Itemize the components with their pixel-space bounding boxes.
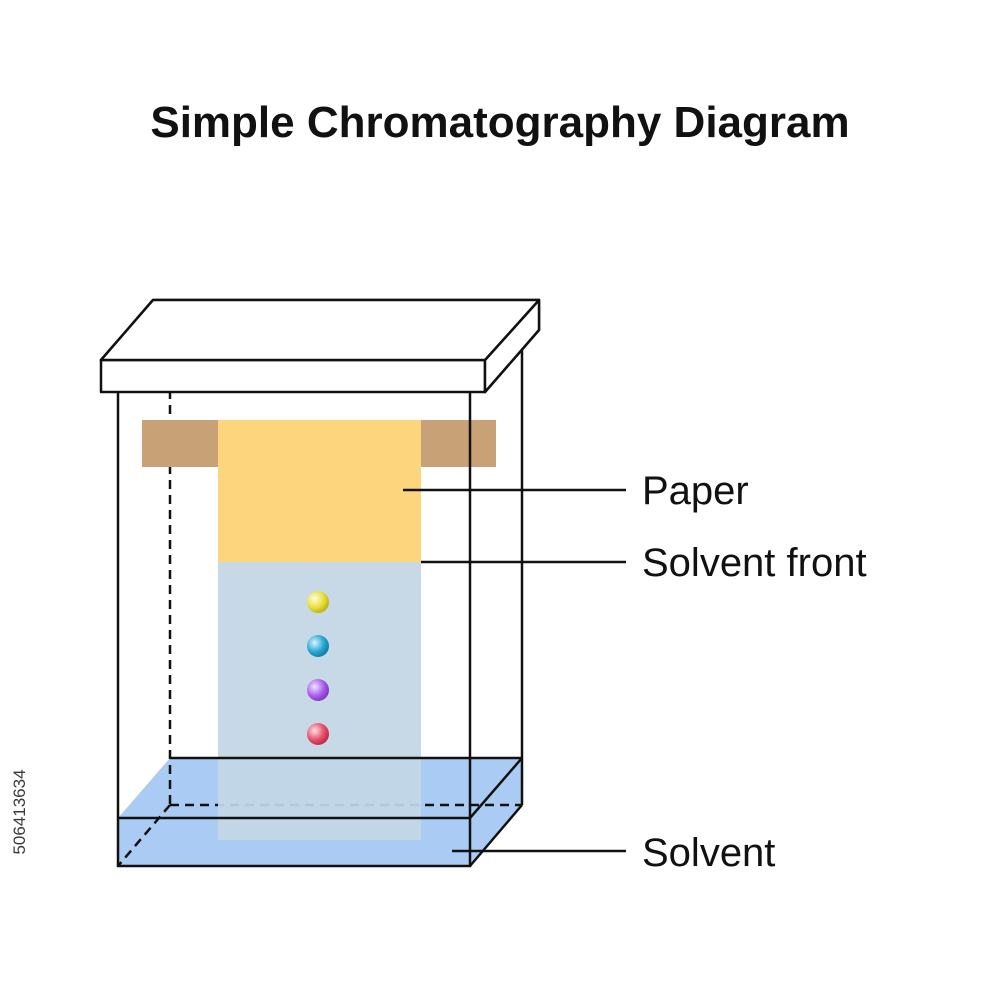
spot-red xyxy=(307,723,329,745)
leader-lines xyxy=(403,488,626,853)
container-lid xyxy=(99,298,541,394)
spot-blue xyxy=(307,635,329,657)
label-solvent-front: Solvent front xyxy=(642,541,867,585)
spot-yellow xyxy=(307,591,329,613)
paper-clip-left xyxy=(142,420,220,467)
label-solvent: Solvent xyxy=(642,831,775,875)
paper-clip-right xyxy=(418,420,496,467)
spot-purple xyxy=(307,679,329,701)
image-id-text: 506413634 xyxy=(10,769,29,855)
diagram-title: Simple Chromatography Diagram xyxy=(150,98,850,147)
paper-strip-dry xyxy=(218,420,421,562)
label-paper: Paper xyxy=(642,469,749,513)
